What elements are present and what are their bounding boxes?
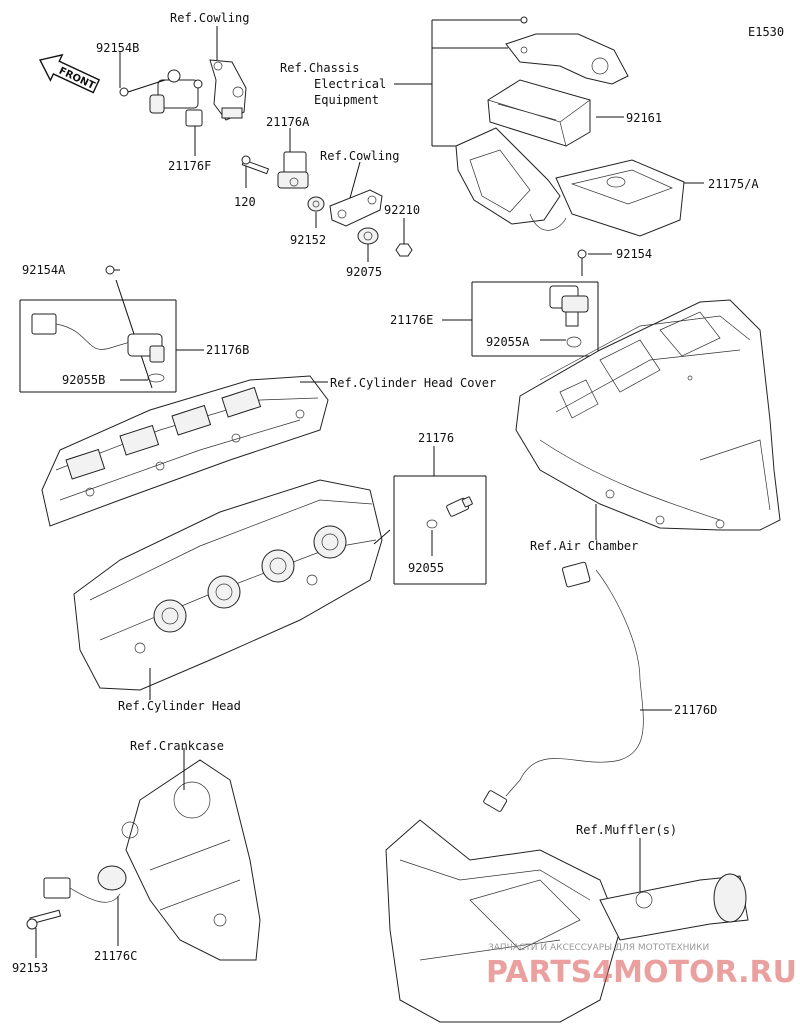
label-ref-chassis-1: Ref.Chassis bbox=[280, 61, 359, 75]
label-92153: 92153 bbox=[12, 961, 48, 975]
collar-92152 bbox=[307, 196, 325, 212]
watermark-brand: PARTS4MOTOR.RU bbox=[486, 955, 797, 990]
sensor-21176b bbox=[31, 313, 165, 363]
watermark-logo: ЗАПЧАСТИ И АКСЕССУАРЫ ДЛЯ МОТОТЕХНИКИ PA… bbox=[486, 943, 797, 990]
label-92055b: 92055B bbox=[62, 373, 105, 387]
cover-21175a bbox=[555, 159, 685, 237]
label-92152: 92152 bbox=[290, 233, 326, 247]
bolt-92154b bbox=[119, 87, 129, 97]
label-ref-mufflers: Ref.Muffler(s) bbox=[576, 823, 677, 837]
label-ref-chassis-2: Electrical bbox=[314, 77, 386, 91]
label-21176b: 21176B bbox=[206, 343, 249, 357]
sensor-21176e bbox=[549, 285, 589, 327]
label-92055: 92055 bbox=[408, 561, 444, 575]
label-21176e: 21176E bbox=[390, 313, 433, 327]
nut-92210 bbox=[395, 243, 413, 257]
bolt-92154a bbox=[105, 265, 115, 275]
label-21176d: 21176D bbox=[674, 703, 717, 717]
sensor-21176d bbox=[483, 561, 644, 812]
oring-92055a bbox=[566, 336, 582, 348]
bolt-120 bbox=[241, 155, 270, 175]
bracket-chassis bbox=[505, 16, 629, 85]
sensor-21176c bbox=[43, 865, 127, 903]
label-92154b: 92154B bbox=[96, 41, 139, 55]
bracket-cowling-2 bbox=[329, 189, 383, 227]
sensor-21176 bbox=[446, 496, 473, 517]
bolt-92154 bbox=[577, 249, 587, 276]
label-21176c: 21176C bbox=[94, 949, 137, 963]
muffler bbox=[385, 819, 749, 1023]
label-ref-air-chamber: Ref.Air Chamber bbox=[530, 539, 638, 553]
ecu-92161 bbox=[487, 79, 591, 147]
bolt-92153 bbox=[26, 909, 62, 930]
label-92210: 92210 bbox=[384, 203, 420, 217]
label-ref-cowling-2: Ref.Cowling bbox=[320, 149, 399, 163]
label-ref-crankcase: Ref.Crankcase bbox=[130, 739, 224, 753]
label-ref-cylinder-head: Ref.Cylinder Head bbox=[118, 699, 241, 713]
sensor-21176f bbox=[149, 69, 203, 127]
bracket-lower bbox=[455, 127, 567, 231]
label-ref-head-cover: Ref.Cylinder Head Cover bbox=[330, 376, 496, 390]
sensor-21176a bbox=[277, 151, 309, 189]
oring-92055b bbox=[147, 373, 165, 383]
label-92154a: 92154A bbox=[22, 263, 66, 277]
label-92055a: 92055A bbox=[486, 335, 530, 349]
label-ref-cowling-1: Ref.Cowling bbox=[170, 11, 249, 25]
crankcase bbox=[121, 759, 261, 961]
oring-92055 bbox=[426, 519, 438, 529]
label-ref-chassis-3: Equipment bbox=[314, 93, 379, 107]
watermark-tagline: ЗАПЧАСТИ И АКСЕССУАРЫ ДЛЯ МОТОТЕХНИКИ bbox=[488, 943, 709, 953]
bracket-cowling-1 bbox=[209, 59, 247, 121]
grommet-92075 bbox=[357, 227, 379, 245]
label-120: 120 bbox=[234, 195, 256, 209]
cylinder-head-cover bbox=[41, 375, 329, 527]
label-21176: 21176 bbox=[418, 431, 454, 445]
label-21175a: 21175/A bbox=[708, 177, 759, 191]
label-92075: 92075 bbox=[346, 265, 382, 279]
front-arrow-icon: FRONT bbox=[38, 53, 101, 94]
label-21176f: 21176F bbox=[168, 159, 211, 173]
diagram-code: E1530 bbox=[748, 25, 784, 39]
label-92161: 92161 bbox=[626, 111, 662, 125]
cylinder-head bbox=[73, 479, 383, 691]
air-chamber bbox=[515, 299, 781, 531]
label-21176a: 21176A bbox=[266, 115, 310, 129]
label-92154: 92154 bbox=[616, 247, 652, 261]
